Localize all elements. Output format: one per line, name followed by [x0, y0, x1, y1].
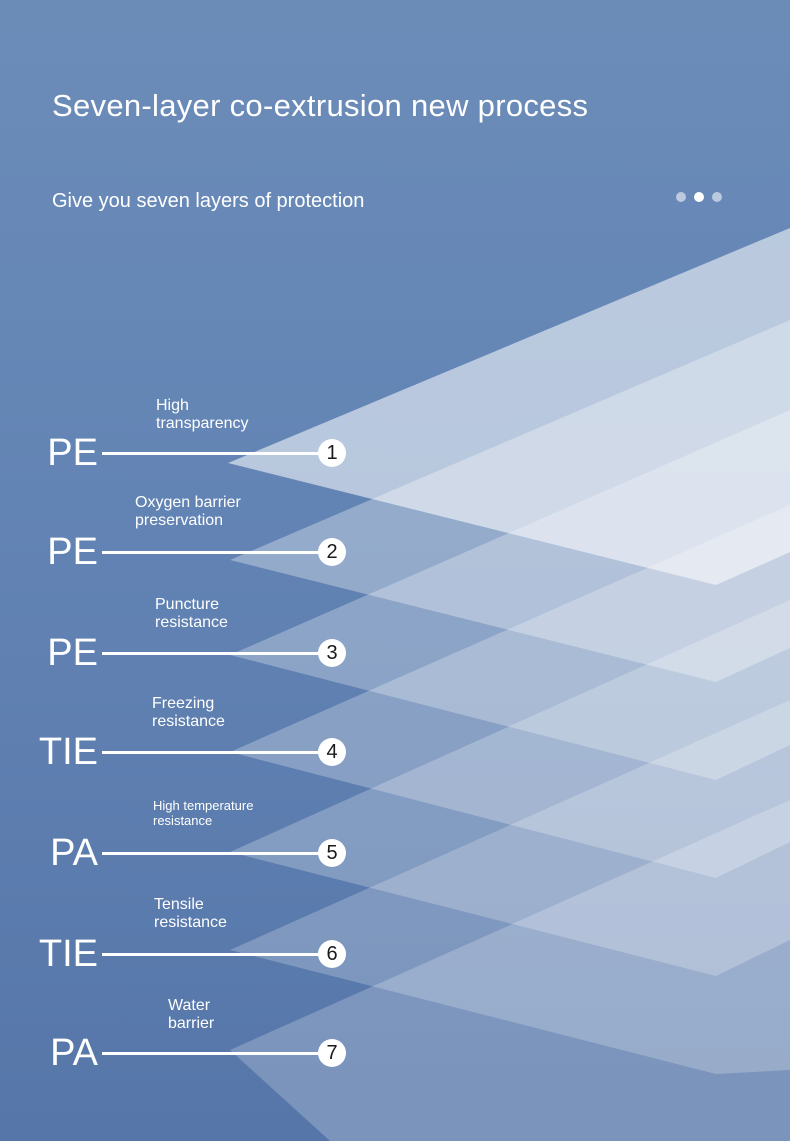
layer-3-number-badge: 3 — [318, 639, 346, 667]
layer-6-desc-line2: resistance — [154, 914, 227, 931]
layer-sheet-1 — [228, 228, 790, 585]
layer-sheet-5 — [230, 600, 790, 976]
layer-1-desc-line1: High — [156, 397, 189, 414]
layer-4-material: TIE — [38, 731, 98, 773]
layer-1-number-badge: 1 — [318, 439, 346, 467]
layer-7-description: Water barrier — [168, 997, 214, 1033]
layer-row-5: PA 5 — [0, 833, 360, 873]
layer-1-material: PE — [47, 432, 98, 474]
layer-4-number-badge: 4 — [318, 738, 346, 766]
pagination-dot[interactable] — [676, 192, 686, 202]
page-subtitle: Give you seven layers of protection — [52, 190, 365, 212]
layer-4-connector-line — [102, 751, 322, 754]
layer-7-number-badge: 7 — [318, 1039, 346, 1067]
layer-6-desc-line1: Tensile — [154, 896, 204, 913]
layer-1-connector-line — [102, 452, 322, 455]
layer-sheet-4 — [230, 505, 790, 878]
page-title: Seven-layer co-extrusion new process — [52, 88, 589, 123]
layer-7-connector-line — [102, 1052, 322, 1055]
pagination-dot-active[interactable] — [694, 192, 704, 202]
layer-5-number-badge: 5 — [318, 839, 346, 867]
layer-2-desc-line2: preservation — [135, 512, 224, 529]
layer-3-description: Puncture resistance — [155, 596, 228, 632]
layer-6-number-badge: 6 — [318, 940, 346, 968]
layer-6-material: TIE — [38, 933, 98, 975]
layer-4-description: Freezing resistance — [152, 695, 225, 731]
layer-5-description: High temperature resistance — [153, 798, 253, 828]
layer-4-desc-line1: Freezing — [152, 695, 215, 712]
layer-2-material: PE — [47, 531, 98, 573]
layer-3-desc-line2: resistance — [155, 614, 228, 631]
carousel-pagination[interactable] — [676, 192, 722, 202]
layer-row-3: PE 3 — [0, 633, 360, 673]
layer-row-7: PA 7 — [0, 1033, 360, 1073]
layer-row-2: PE 2 — [0, 532, 360, 572]
layer-sheet-6 — [230, 700, 790, 1074]
layer-1-description: High transparency — [156, 397, 249, 433]
layer-row-4: TIE 4 — [0, 732, 360, 772]
layer-2-number-badge: 2 — [318, 538, 346, 566]
layer-5-desc-line2: resistance — [153, 813, 213, 828]
layer-row-1: PE 1 — [0, 433, 360, 473]
layer-5-desc-line1: High temperature — [153, 798, 254, 813]
layer-row-6: TIE 6 — [0, 934, 360, 974]
layer-5-material: PA — [50, 832, 98, 874]
layer-7-desc-line1: Water — [168, 997, 211, 1014]
layer-3-material: PE — [47, 632, 98, 674]
layer-2-desc-line1: Oxygen barrier — [135, 494, 241, 511]
pagination-dot[interactable] — [712, 192, 722, 202]
layer-6-connector-line — [102, 953, 322, 956]
layer-4-desc-line2: resistance — [152, 713, 225, 730]
layer-2-connector-line — [102, 551, 322, 554]
layer-6-description: Tensile resistance — [154, 896, 227, 932]
layer-7-material: PA — [50, 1032, 98, 1074]
layer-1-desc-line2: transparency — [156, 415, 249, 432]
layer-3-desc-line1: Puncture — [155, 596, 220, 613]
layer-sheet-7 — [230, 800, 790, 1141]
layer-7-desc-line2: barrier — [168, 1015, 215, 1032]
layer-5-connector-line — [102, 852, 322, 855]
layer-3-connector-line — [102, 652, 322, 655]
layer-2-description: Oxygen barrier preservation — [135, 494, 241, 530]
